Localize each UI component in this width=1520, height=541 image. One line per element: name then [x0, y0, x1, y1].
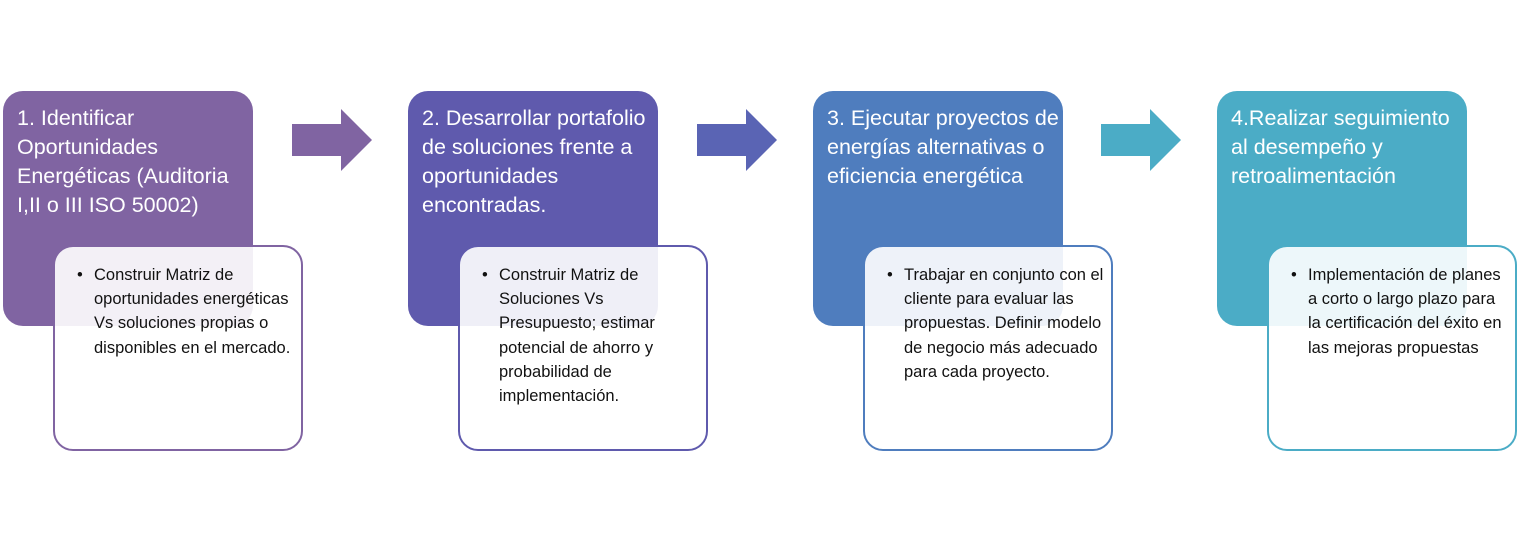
stage-3-detail: • Trabajar en conjunto con el cliente par…	[863, 245, 1113, 451]
stage-1-box: 1. Identificar Oportunidades Energéticas…	[3, 91, 253, 326]
stage-4-title: 4.Realizar seguimiento al desempeño y re…	[1231, 106, 1450, 188]
bullet-icon: •	[482, 266, 488, 284]
arrow-right-icon	[292, 109, 372, 171]
stage-1-title: 1. Identificar Oportunidades Energéticas…	[17, 106, 229, 217]
stage-2-detail-text: Construir Matriz de Soluciones Vs Presup…	[499, 266, 655, 406]
stage-4-detail: • Implementación de planes a corto o larg…	[1267, 245, 1517, 451]
stage-2-detail: • Construir Matriz de Soluciones Vs Presu…	[458, 245, 708, 451]
stage-4-detail-text: Implementación de planes a corto o largo…	[1308, 266, 1502, 357]
stage-1-detail-item: • Construir Matriz de oportunidades energ…	[77, 263, 297, 360]
bullet-icon: •	[77, 266, 83, 284]
bullet-icon: •	[1291, 266, 1297, 284]
stage-1-detail: • Construir Matriz de oportunidades energ…	[53, 245, 303, 451]
stage-3-detail-text: Trabajar en conjunto con el cliente para…	[904, 266, 1104, 381]
stage-3-title: 3. Ejecutar proyectos de energías altern…	[827, 106, 1059, 188]
stage-2-title: 2. Desarrollar portafolio de soluciones …	[422, 106, 646, 217]
stage-3-detail-item: • Trabajar en conjunto con el cliente par…	[887, 263, 1107, 384]
stage-4-detail-item: • Implementación de planes a corto o larg…	[1291, 263, 1511, 360]
arrow-right-icon	[1101, 109, 1181, 171]
stage-2-detail-item: • Construir Matriz de Soluciones Vs Presu…	[482, 263, 702, 408]
bullet-icon: •	[887, 266, 893, 284]
arrow-right-icon	[697, 109, 777, 171]
stage-1-detail-text: Construir Matriz de oportunidades energé…	[94, 266, 291, 357]
